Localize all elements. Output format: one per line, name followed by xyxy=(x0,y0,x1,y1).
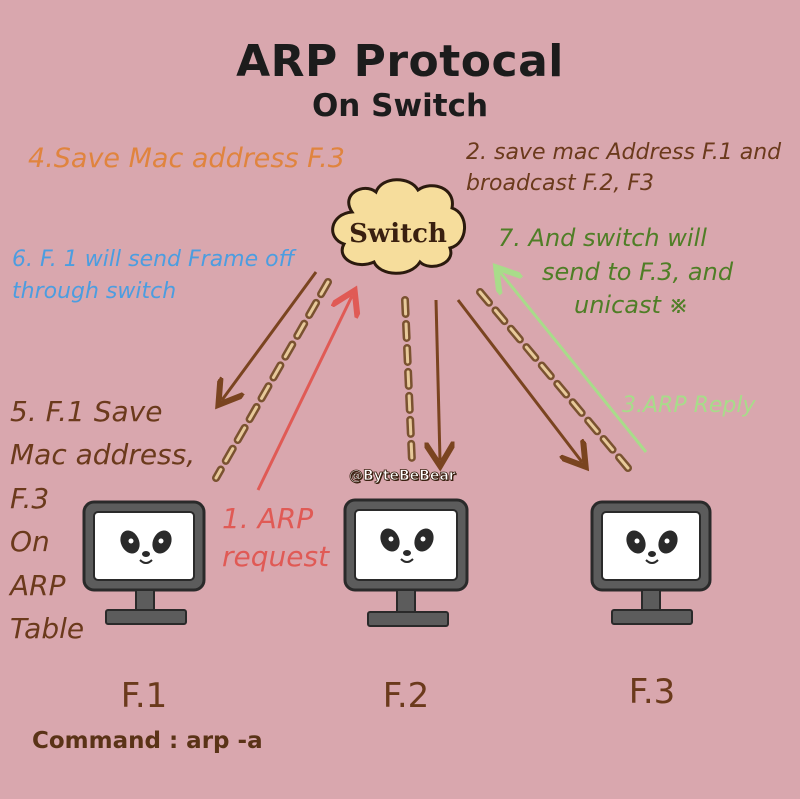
pc-f1 xyxy=(82,500,206,625)
note-step2: 2. save mac Address F.1 and broadcast F.… xyxy=(466,140,782,196)
note-step1-line1: 1. ARP xyxy=(222,502,314,535)
note-step3: 3.ARP Reply xyxy=(622,393,756,418)
note-step1-line2: request xyxy=(222,539,330,573)
pc-f2 xyxy=(343,498,469,627)
arrow-arp-reply xyxy=(500,272,648,453)
note-step4: 4.Save Mac address F.3 xyxy=(28,143,345,174)
note-step1: 1. ARP request xyxy=(222,500,352,576)
note-step7-line1: 7. And switch will xyxy=(498,224,707,252)
pc-label-f3: F.3 xyxy=(628,672,676,712)
note-step5-line1: 5. F.1 Save xyxy=(10,395,163,428)
page-title: ARP Protocal xyxy=(236,36,564,87)
switch-cloud: Switch xyxy=(331,178,466,275)
note-step7: 7. And switch will send to F.3, and unic… xyxy=(498,222,798,323)
note-step5-line4: On xyxy=(10,525,50,559)
pc-label-f2: F.2 xyxy=(382,676,430,716)
note-step7-line2: send to F.3, and xyxy=(542,257,734,286)
page-subtitle: On Switch xyxy=(311,88,489,124)
brown-arrows xyxy=(222,271,582,462)
note-step5-line3: F.3 xyxy=(10,481,50,515)
pc-label-f1: F.1 xyxy=(120,676,168,716)
arrow-broadcast-f2 xyxy=(436,299,440,460)
command-text: Command : arp -a xyxy=(32,728,263,754)
note-step5-line5: ARP xyxy=(10,568,66,602)
note-step6: 6. F. 1 will send Frame off through swit… xyxy=(12,247,295,304)
arrow-send-frame-f1 xyxy=(222,271,318,400)
arrow-broadcast-f3 xyxy=(456,299,582,462)
switch-label: Switch xyxy=(349,219,447,249)
arrow-arp-request xyxy=(256,296,352,491)
note-step5: 5. F.1 Save Mac address, F.3 On ARP Tabl… xyxy=(10,390,220,650)
note-step5-line2: Mac address, xyxy=(10,438,196,472)
author-handle: @ByteBeBear xyxy=(349,468,456,485)
note-step7-line3: unicast ※ xyxy=(574,291,689,320)
pc-f3 xyxy=(590,500,712,625)
note-step5-line6: Table xyxy=(10,611,85,645)
